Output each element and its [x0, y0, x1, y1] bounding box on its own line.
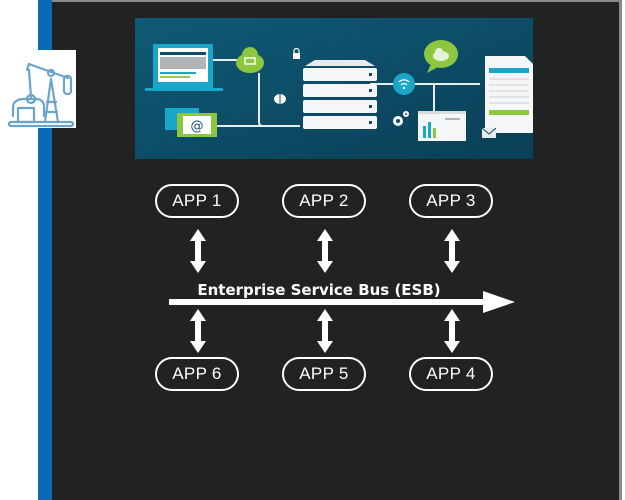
svg-text:@: @ [191, 119, 204, 134]
wifi-icon [393, 73, 415, 95]
esb-bus-arrow [169, 291, 515, 313]
gears-icon [393, 111, 409, 126]
lock-icon [293, 47, 300, 59]
app-node-3: APP 3 [409, 184, 493, 218]
document-icon [485, 56, 533, 133]
bidirectional-arrow-icon [444, 229, 460, 273]
app-node-4: APP 4 [409, 357, 493, 391]
bidirectional-arrow-icon [444, 309, 460, 353]
cloud-chat-icon [424, 40, 458, 73]
app-node-6: APP 6 [155, 357, 239, 391]
bidirectional-arrow-icon [317, 229, 333, 273]
app-node-2: APP 2 [282, 184, 366, 218]
bidirectional-arrow-icon [317, 309, 333, 353]
shopping-cart-cloud-icon [236, 47, 264, 73]
analytics-window-icon [418, 111, 466, 141]
logo-box [0, 50, 76, 128]
mouse-icon [274, 94, 286, 104]
bidirectional-arrow-icon [190, 309, 206, 353]
esb-title: Enterprise Service Bus (ESB) [197, 281, 441, 299]
integration-banner-image: @ [135, 18, 533, 159]
email-at-icon: @ [165, 108, 217, 137]
mail-icon [481, 127, 497, 138]
bidirectional-arrow-icon [190, 229, 206, 273]
laptop-icon [145, 44, 223, 91]
app-node-1: APP 1 [155, 184, 239, 218]
oil-pump-jack-icon [7, 62, 75, 128]
app-node-5: APP 5 [282, 357, 366, 391]
server-stack-icon [303, 60, 377, 129]
